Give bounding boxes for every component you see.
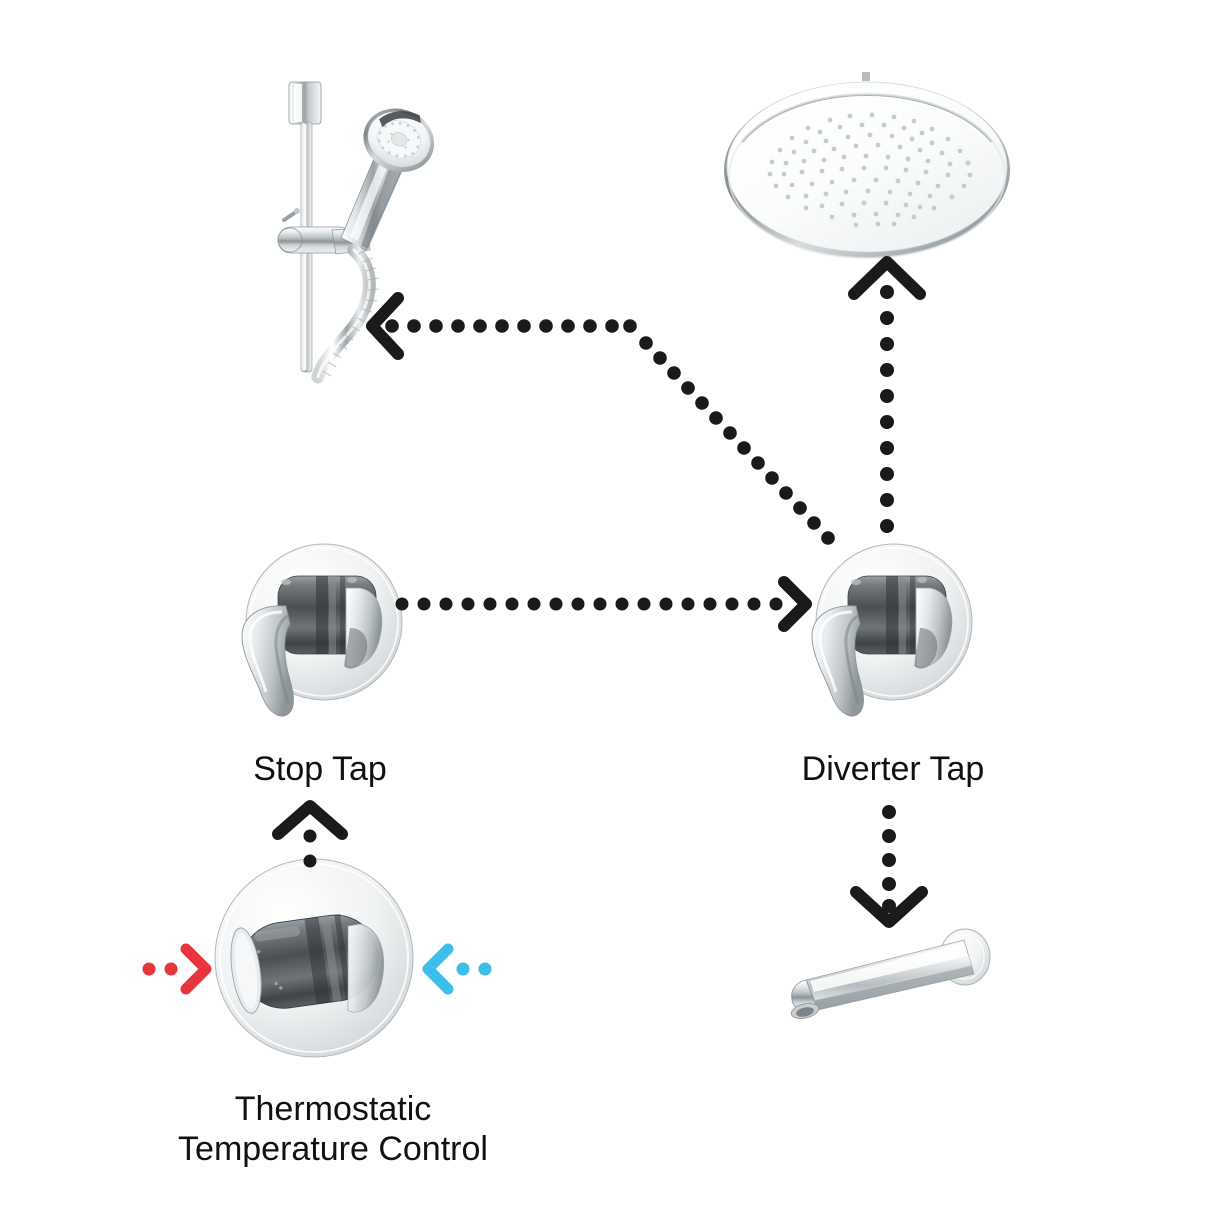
flow-diverter-to-hand-shower — [366, 292, 835, 545]
flow-diverter-to-rain-head — [848, 256, 926, 533]
diverter-tap-label: Diverter Tap — [801, 750, 985, 788]
flow-diverter-to-spout — [850, 805, 928, 928]
bath-spout — [790, 928, 991, 1019]
rain-shower-head — [724, 72, 1010, 259]
hand-shower-rail — [277, 81, 435, 384]
flow-hot-in — [142, 943, 212, 995]
thermostatic-valve[interactable] — [198, 852, 428, 1070]
stop-tap-valve[interactable] — [228, 524, 418, 734]
flow-cold-in — [422, 943, 492, 995]
diverter-tap-valve[interactable] — [798, 524, 988, 734]
thermostatic-label-line2: Temperature Control — [178, 1130, 488, 1168]
stop-tap-label: Stop Tap — [253, 750, 387, 788]
thermostatic-label-line1: Thermostatic — [234, 1090, 432, 1128]
flow-thermostatic-to-stop — [272, 800, 348, 868]
flow-stop-to-diverter — [395, 576, 812, 632]
